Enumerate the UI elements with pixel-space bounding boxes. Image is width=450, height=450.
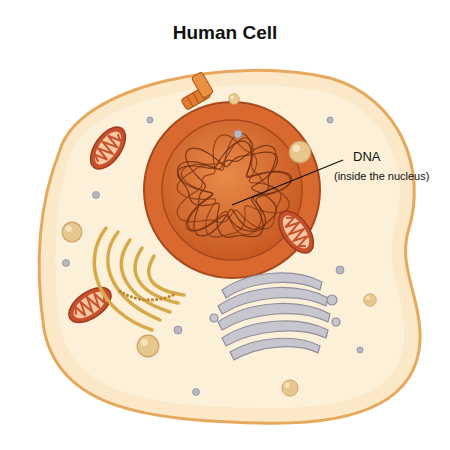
mitochondrion xyxy=(272,205,321,259)
nucleus xyxy=(144,102,320,278)
dna-strand xyxy=(178,145,276,237)
ribosome xyxy=(134,296,137,299)
endoplasmic-reticulum xyxy=(94,228,184,330)
mitochondrion xyxy=(84,121,133,175)
centriole xyxy=(174,72,215,111)
vesicle xyxy=(289,141,311,163)
ribosome xyxy=(151,298,154,301)
ribosome xyxy=(146,298,149,301)
mitochondrion xyxy=(63,281,117,330)
dna-strand xyxy=(181,138,290,235)
dna-strand xyxy=(178,141,292,231)
ribosome xyxy=(130,295,133,298)
ribosome xyxy=(159,297,162,300)
ribosome xyxy=(163,296,166,299)
part-label: DNA xyxy=(353,149,380,164)
vesicle xyxy=(137,335,159,357)
ribosome-dots xyxy=(63,117,364,396)
golgi-apparatus xyxy=(210,273,340,360)
ribosome xyxy=(122,292,125,295)
ribosome xyxy=(138,297,141,300)
leader-line xyxy=(232,160,343,205)
title: Human Cell xyxy=(173,22,278,44)
ribosome xyxy=(142,298,145,301)
ribosome xyxy=(167,295,170,298)
part-note: (inside the nucleus) xyxy=(334,170,429,182)
dna-tangle xyxy=(177,133,291,237)
ribosome xyxy=(119,290,122,293)
vesicle xyxy=(62,222,82,242)
cell-membrane xyxy=(39,70,420,423)
dna-strand xyxy=(177,133,289,237)
vesicle xyxy=(282,380,298,396)
ribosome xyxy=(171,294,174,297)
ribosome xyxy=(155,298,158,301)
vesicle xyxy=(229,94,240,105)
ribosome xyxy=(126,294,129,297)
vesicle xyxy=(364,294,377,307)
